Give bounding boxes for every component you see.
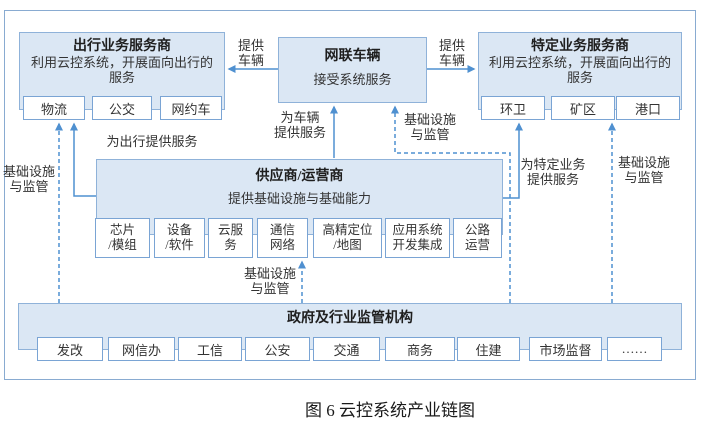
sub-box-miit: 工信 <box>178 337 242 361</box>
sub-box-comm-network: 通信 网络 <box>257 218 308 258</box>
sub-box-ride-hailing: 网约车 <box>160 96 222 120</box>
sub-box-transport: 交通 <box>313 337 380 361</box>
box-vehicle-title: 网联车辆 <box>324 49 381 64</box>
sub-box-chip-module: 芯片 /模组 <box>95 218 150 258</box>
label-infra-travel: 基础设施 与监管 <box>2 164 55 194</box>
sub-box-equipment-software: 设备 /软件 <box>154 218 205 258</box>
box-specific-title: 特定业务服务商 <box>531 39 629 54</box>
sub-box-bus: 公交 <box>92 96 152 120</box>
sub-box-market-supervision: 市场监督 <box>529 337 602 361</box>
box-supplier-title: 供应商/运营商 <box>255 169 344 184</box>
sub-box-ndrc: 发改 <box>37 337 103 361</box>
arrow-serve-travel <box>70 122 96 197</box>
label-serve-specific: 为特定业务 提供服务 <box>520 157 586 187</box>
sub-box-sanitation: 环卫 <box>481 96 545 120</box>
label-infra-vehicle: 基础设施 与监管 <box>403 112 456 142</box>
sub-box-port: 港口 <box>616 96 680 120</box>
sub-box-hd-positioning-map: 高精定位 /地图 <box>313 218 382 258</box>
sub-box-app-dev-integration: 应用系统 开发集成 <box>385 218 450 258</box>
label-serve-travel: 为出行提供服务 <box>106 134 198 149</box>
label-provide-vehicle-right: 提供 车辆 <box>438 38 465 68</box>
sub-box-mining-area: 矿区 <box>551 96 615 120</box>
sub-box-commerce: 商务 <box>385 337 455 361</box>
box-connected-vehicles: 网联车辆 接受系统服务 <box>278 37 427 103</box>
label-infra-specific: 基础设施 与监管 <box>617 155 670 185</box>
sub-box-logistics: 物流 <box>23 96 85 120</box>
box-travel-title: 出行业务服务商 <box>73 39 171 54</box>
label-serve-vehicle: 为车辆 提供服务 <box>273 110 326 140</box>
box-vehicle-desc: 接受系统服务 <box>313 72 392 87</box>
box-specific-desc: 利用云控系统，开展面向出行的 服务 <box>488 55 671 85</box>
sub-box-road-operation: 公路 运营 <box>453 218 502 258</box>
diagram-outer-frame <box>4 10 696 380</box>
box-supplier-desc: 提供基础设施与基础能力 <box>227 191 371 206</box>
sub-box-cloud-service: 云服 务 <box>208 218 253 258</box>
arrow-infra-vehicle-dashed <box>391 105 511 303</box>
sub-box-housing: 住建 <box>457 337 520 361</box>
arrow-serve-specific <box>503 122 523 199</box>
sub-box-ellipsis: …… <box>607 337 662 361</box>
figure-caption: 图 6 云控系统产业链图 <box>305 401 475 420</box>
box-travel-desc: 利用云控系统，开展面向出行的 服务 <box>30 55 213 85</box>
box-government-title: 政府及行业监管机构 <box>287 311 413 326</box>
label-provide-vehicle-left: 提供 车辆 <box>237 38 264 68</box>
sub-box-public-security: 公安 <box>245 337 310 361</box>
sub-box-cyberspace-admin: 网信办 <box>108 337 175 361</box>
label-infra-supplier: 基础设施 与监管 <box>243 266 296 296</box>
